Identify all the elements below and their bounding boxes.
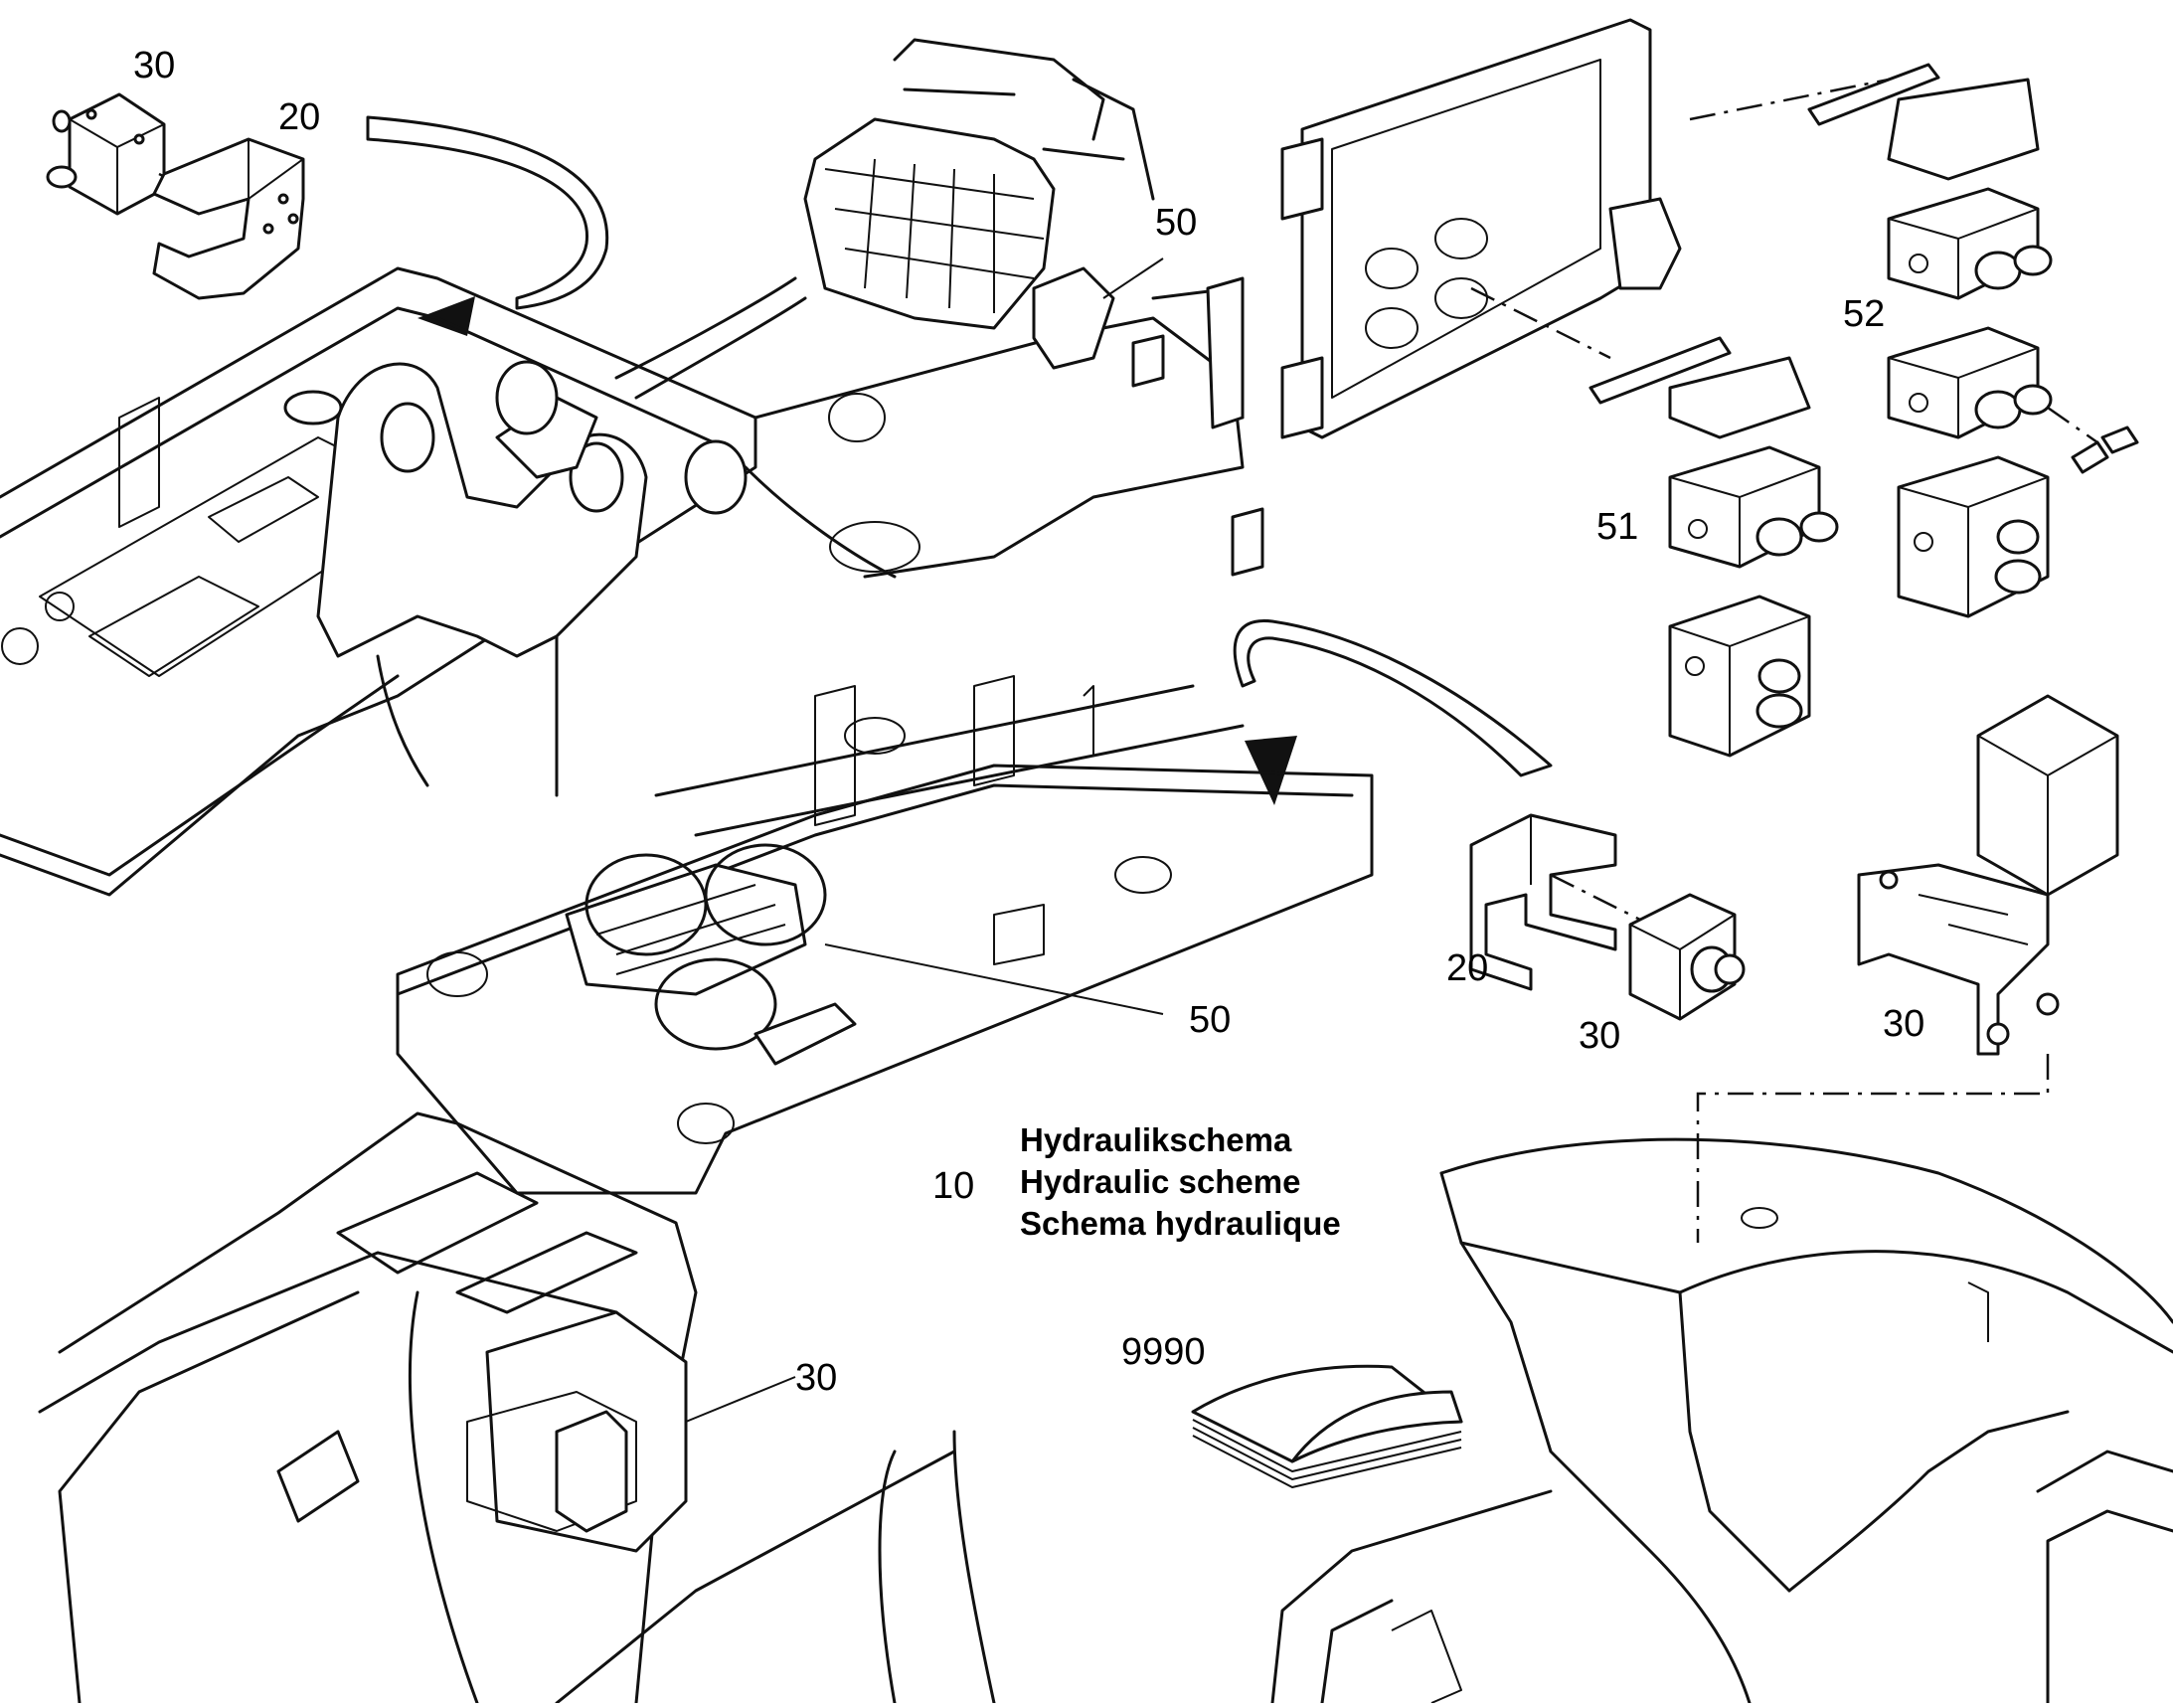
transfer-arrow-top xyxy=(366,115,609,336)
transfer-arrow-middle xyxy=(1233,618,1553,805)
callout-20-middle: 20 xyxy=(1446,947,1488,989)
leader-52-plugs xyxy=(2047,406,2098,444)
callout-30-cab: 30 xyxy=(795,1357,837,1399)
valve-block-52-upper[interactable] xyxy=(1887,187,2053,300)
lower-frame xyxy=(396,675,1374,1195)
hydraulic-scheme-label-en: Hydraulic scheme xyxy=(1020,1163,1300,1200)
control-unit-top-left[interactable] xyxy=(46,92,166,216)
callout-20-top-left: 20 xyxy=(278,96,320,138)
leader-20-30-middle xyxy=(1550,873,1651,927)
leader-frame-52 xyxy=(1689,78,1890,121)
mounting-frame[interactable] xyxy=(1280,18,1682,439)
callout-30-middle: 30 xyxy=(1579,1015,1620,1057)
callout-52: 52 xyxy=(1843,293,1885,335)
control-unit-cab[interactable] xyxy=(466,1310,688,1553)
callout-30-right: 30 xyxy=(1883,1003,1924,1045)
hydraulic-scheme-label-de: Hydraulikschema xyxy=(1020,1121,1292,1158)
plate-strip-upper[interactable] xyxy=(1807,63,2040,181)
leader-50-middle xyxy=(824,943,1164,1015)
callout-30-top-left: 30 xyxy=(133,45,175,86)
callout-50-middle: 50 xyxy=(1189,999,1231,1041)
callout-51: 51 xyxy=(1596,506,1638,548)
callout-50-top: 50 xyxy=(1155,202,1197,244)
control-unit-middle[interactable] xyxy=(1628,893,1746,1021)
bracket-middle[interactable] xyxy=(1469,813,1617,991)
valve-block-lower-left[interactable] xyxy=(1668,595,1811,758)
callout-10: 10 xyxy=(932,1165,974,1207)
leader-30-cab xyxy=(685,1376,796,1423)
manual-book-icon[interactable] xyxy=(1191,1364,1463,1488)
valve-block-51[interactable] xyxy=(1668,445,1839,569)
control-unit-right[interactable] xyxy=(1857,694,2119,1056)
valve-block-50-top[interactable] xyxy=(803,38,1155,370)
valve-block-50-middle[interactable] xyxy=(565,843,857,1066)
hydraulic-scheme-label-fr: Schema hydraulique xyxy=(1020,1205,1341,1242)
carbody-frame xyxy=(1270,1137,2173,1705)
bracket-top-left[interactable] xyxy=(152,137,305,300)
valve-block-lower-right[interactable] xyxy=(1897,455,2050,618)
leader-50-top xyxy=(1102,257,1164,299)
leader-30-right xyxy=(1696,1054,2050,1243)
upper-frame xyxy=(0,266,1264,897)
callout-9990: 9990 xyxy=(1121,1331,1206,1373)
plate-strip-lower[interactable] xyxy=(1588,336,1811,439)
valve-block-52-lower[interactable] xyxy=(1887,326,2139,474)
